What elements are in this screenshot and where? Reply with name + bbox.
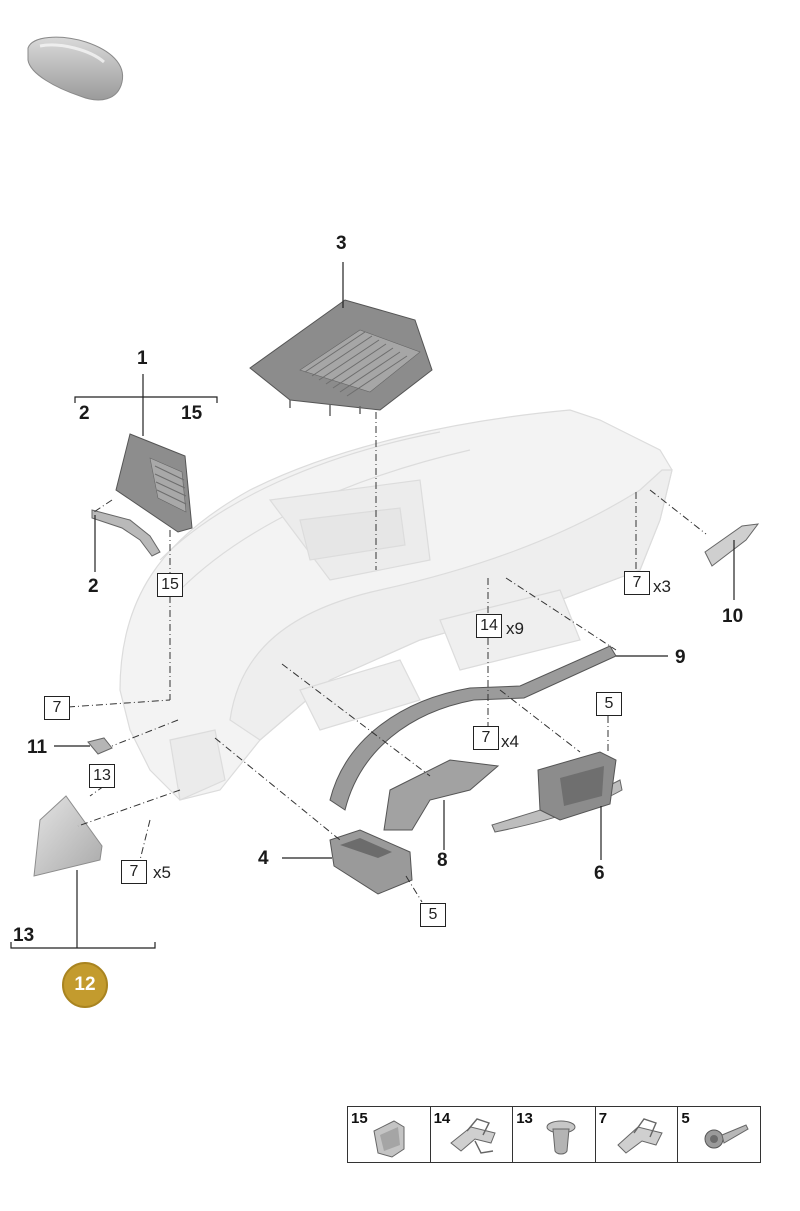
callout-8: 8 bbox=[437, 850, 448, 871]
legend-number: 5 bbox=[681, 1110, 690, 1127]
box-5-right: 5 bbox=[596, 692, 622, 716]
callout-2-top: 2 bbox=[79, 403, 90, 424]
box-7-right: 7 bbox=[624, 571, 650, 595]
legend-number: 15 bbox=[351, 1110, 368, 1127]
legend-number: 7 bbox=[598, 1110, 608, 1127]
box-14: 14 bbox=[476, 614, 502, 638]
part-2-trim-strip bbox=[91, 509, 161, 557]
fastener-legend: 15 14 13 7 bbox=[347, 1106, 761, 1163]
part-8-bracket bbox=[383, 759, 500, 831]
legend-number: 13 bbox=[516, 1110, 533, 1127]
callout-13: 13 bbox=[13, 925, 35, 946]
part-4-duct bbox=[329, 829, 413, 895]
part-12-end-cap bbox=[33, 795, 103, 877]
spring-clip-icon bbox=[449, 1118, 496, 1154]
clip-icon bbox=[373, 1120, 405, 1158]
part-6-center-vent bbox=[491, 751, 623, 833]
box-15: 15 bbox=[157, 573, 183, 597]
callout-1: 1 bbox=[137, 348, 148, 369]
plug-icon bbox=[546, 1120, 576, 1155]
box-13: 13 bbox=[89, 764, 115, 788]
box-7-bottom: 7 bbox=[121, 860, 147, 884]
part-3-center-panel bbox=[249, 299, 433, 416]
screw-icon bbox=[704, 1124, 750, 1149]
part-11-clip bbox=[87, 737, 113, 755]
legend-number: 14 bbox=[433, 1110, 451, 1127]
box-5-bottom: 5 bbox=[420, 903, 446, 927]
callout-9: 9 bbox=[675, 647, 686, 668]
box-7-left: 7 bbox=[44, 696, 70, 720]
spring-clip-icon bbox=[617, 1118, 663, 1154]
qty-x3: x3 bbox=[653, 577, 671, 596]
callout-4: 4 bbox=[258, 848, 269, 869]
qty-x5: x5 bbox=[153, 863, 171, 882]
box-7-center: 7 bbox=[473, 726, 499, 750]
legend-cell-7: 7 bbox=[596, 1107, 679, 1162]
legend-cell-14: 14 bbox=[431, 1107, 514, 1162]
callout-11: 11 bbox=[27, 737, 48, 758]
legend-cell-5: 5 bbox=[678, 1107, 760, 1162]
qty-x9: x9 bbox=[506, 619, 524, 638]
callout-10: 10 bbox=[722, 606, 744, 627]
callout-2: 2 bbox=[88, 576, 99, 597]
callout-6: 6 bbox=[594, 863, 605, 884]
leader-lines bbox=[10, 262, 735, 949]
qty-x4: x4 bbox=[501, 732, 519, 751]
callout-15: 15 bbox=[181, 403, 203, 424]
dashboard-assembly bbox=[119, 409, 673, 801]
part-1-side-vent bbox=[115, 433, 193, 533]
legend-cell-15: 15 bbox=[348, 1107, 431, 1162]
callout-3: 3 bbox=[336, 233, 347, 254]
part-number-badge[interactable]: 12 bbox=[62, 962, 108, 1008]
legend-cell-13: 13 bbox=[513, 1107, 596, 1162]
car-thumbnail-icon bbox=[27, 36, 124, 101]
part-10-bracket bbox=[704, 523, 760, 567]
part-9-trim-strip bbox=[329, 645, 617, 811]
